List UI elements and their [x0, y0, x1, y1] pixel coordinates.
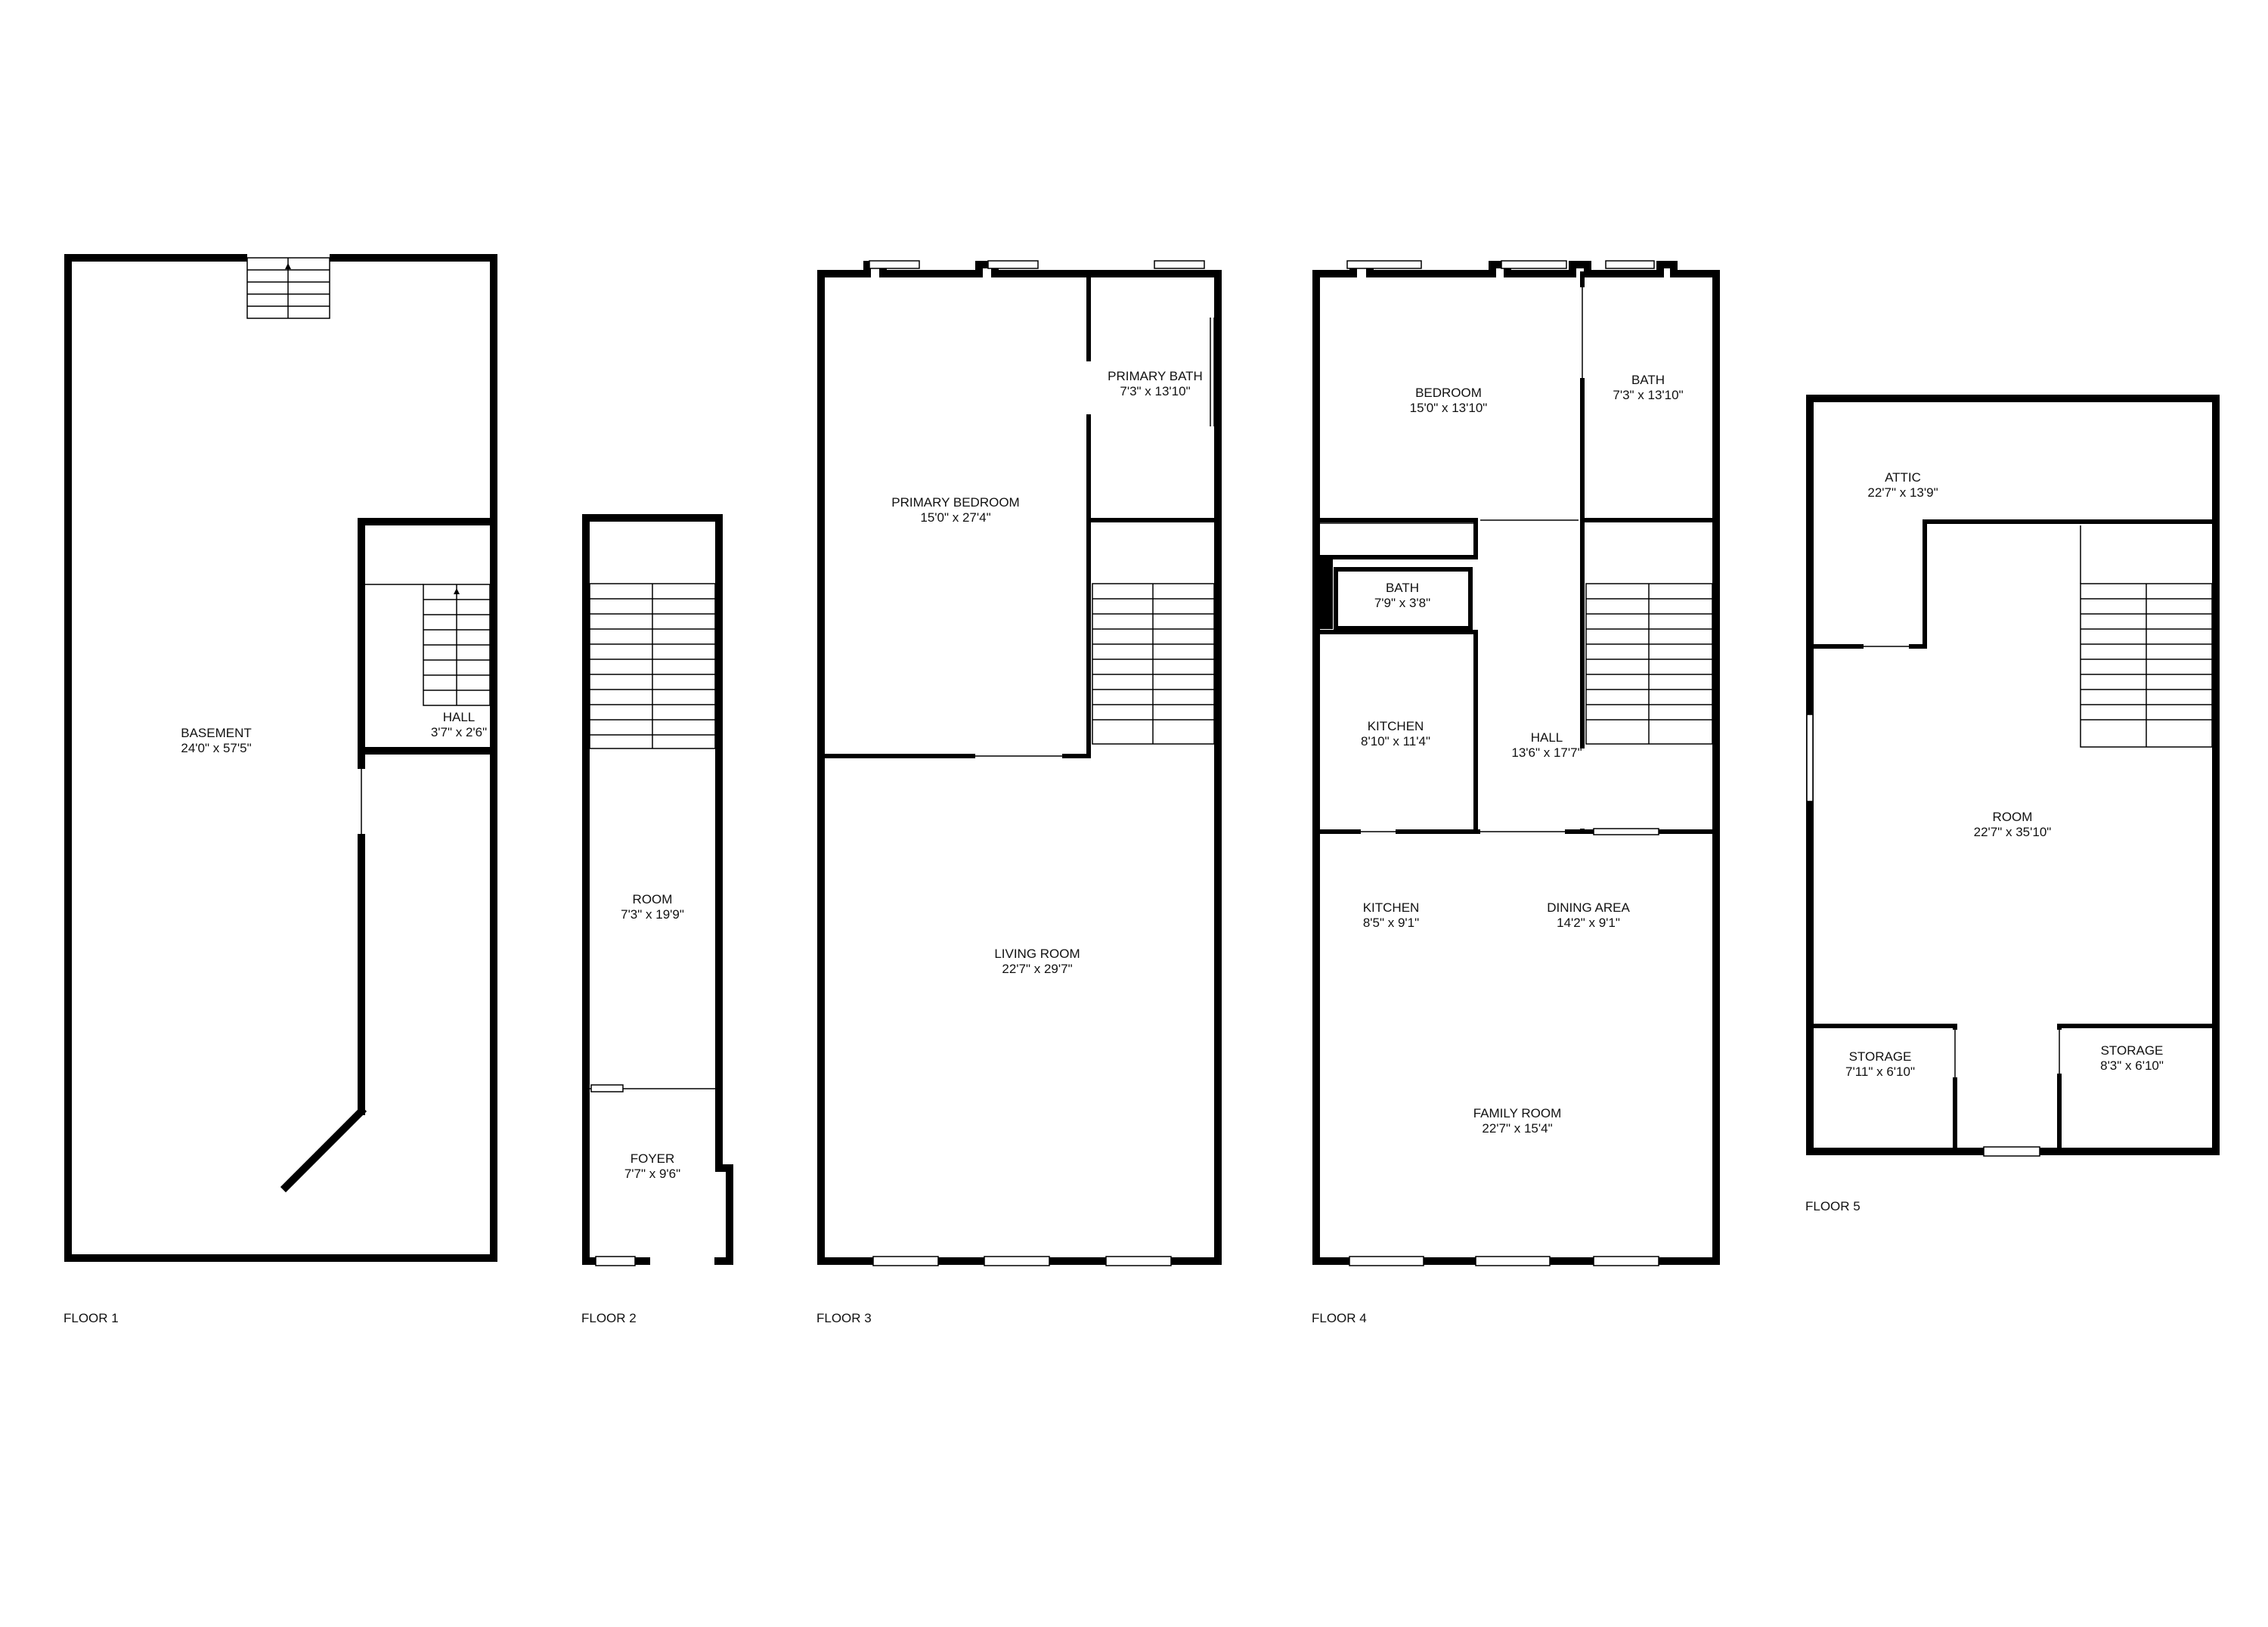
room-dims-hall-1: 3'7" x 2'6": [431, 725, 487, 739]
room-dims-hall-4: 13'6" x 17'7": [1511, 745, 1582, 760]
room-dims-kitchen-4b: 8'5" x 9'1": [1363, 916, 1419, 930]
floor-5-stairs: [2080, 525, 2213, 748]
room-name-hall-1: HALL: [443, 710, 476, 724]
floor-2-plan: ROOM 7'3" x 19'9" FOYER 7'7" x 9'6" FLOO…: [581, 514, 733, 1325]
floor-5-label: FLOOR 5: [1805, 1199, 1861, 1213]
floor-3-stairs: [1092, 583, 1215, 745]
room-dims-bath-4b: 7'9" x 3'8": [1374, 596, 1430, 610]
room-dims-room-2: 7'3" x 19'9": [621, 907, 684, 922]
room-dims-bedroom-4: 15'0" x 13'10": [1410, 401, 1488, 415]
room-name-room-2: ROOM: [633, 892, 673, 906]
room-name-storage-right: STORAGE: [2101, 1043, 2164, 1058]
floor-4-plan: BEDROOM 15'0" x 13'10" BATH 7'3" x 13'10…: [1312, 260, 1720, 1325]
room-name-dining-area: DINING AREA: [1547, 900, 1630, 915]
room-name-kitchen-4b: KITCHEN: [1363, 900, 1420, 915]
floor-1-hall-stairs: [365, 584, 491, 706]
room-dims-basement: 24'0" x 57'5": [181, 741, 251, 755]
floor-3-plan: PRIMARY BEDROOM 15'0" x 27'4" PRIMARY BA…: [816, 260, 1222, 1325]
room-name-kitchen-4a: KITCHEN: [1368, 719, 1424, 733]
room-name-foyer: FOYER: [631, 1151, 675, 1166]
floor-1-outer-wall: [64, 254, 497, 1262]
room-name-bedroom-4: BEDROOM: [1415, 386, 1482, 400]
room-dims-foyer: 7'7" x 9'6": [624, 1167, 680, 1181]
floor-3-label: FLOOR 3: [816, 1311, 872, 1325]
floor-1-label: FLOOR 1: [64, 1311, 119, 1325]
floor-2-label: FLOOR 2: [581, 1311, 637, 1325]
room-dims-primary-bath: 7'3" x 13'10": [1120, 384, 1190, 398]
floor-1-top-stairs: [246, 257, 330, 319]
room-dims-storage-left: 7'11" x 6'10": [1845, 1065, 1915, 1079]
room-name-attic: ATTIC: [1885, 470, 1921, 485]
floor-3-outer-wall: [817, 261, 1222, 1265]
floor-5-outer-wall: [1806, 395, 2220, 1155]
floor-1-hall-wall: [358, 518, 497, 755]
room-name-primary-bath: PRIMARY BATH: [1108, 369, 1203, 383]
floor-5-storage-left-wall: [1808, 1024, 1957, 1154]
room-name-primary-bedroom: PRIMARY BEDROOM: [891, 495, 1019, 510]
room-name-hall-4: HALL: [1531, 730, 1563, 745]
room-dims-dining-area: 14'2" x 9'1": [1557, 916, 1620, 930]
room-dims-bath-4a: 7'3" x 13'10": [1613, 388, 1683, 402]
floor-2-outer-wall: [582, 514, 733, 1265]
floor-4-label: FLOOR 4: [1312, 1311, 1367, 1325]
room-name-storage-left: STORAGE: [1849, 1049, 1912, 1064]
room-dims-kitchen-4a: 8'10" x 11'4": [1361, 734, 1430, 748]
room-dims-family-room: 22'7" x 15'4": [1482, 1121, 1552, 1136]
room-dims-attic: 22'7" x 13'9": [1867, 485, 1938, 500]
floor-4-small-bath: [1334, 567, 1473, 631]
room-dims-room-5: 22'7" x 35'10": [1974, 825, 2052, 839]
room-dims-primary-bedroom: 15'0" x 27'4": [920, 510, 990, 525]
room-name-basement: BASEMENT: [181, 726, 252, 740]
floor-3-bedroom-wall: [819, 271, 1091, 758]
room-name-room-5: ROOM: [1993, 810, 2033, 824]
room-name-bath-4a: BATH: [1631, 373, 1665, 387]
floor-5-plan: ATTIC 22'7" x 13'9" ROOM 22'7" x 35'10" …: [1805, 395, 2220, 1213]
room-name-living-room: LIVING ROOM: [994, 947, 1080, 961]
room-dims-living-room: 22'7" x 29'7": [1002, 962, 1072, 976]
room-name-bath-4b: BATH: [1386, 581, 1419, 595]
room-name-family-room: FAMILY ROOM: [1473, 1106, 1562, 1120]
floor-2-stairs: [589, 583, 716, 749]
room-dims-storage-right: 8'3" x 6'10": [2100, 1058, 2164, 1073]
floor-5-storage-right-wall: [2057, 1024, 2218, 1154]
floor-4-stairs: [1585, 583, 1713, 745]
floor-1-plan: BASEMENT 24'0" x 57'5" HALL 3'7" x 2'6" …: [64, 253, 497, 1325]
